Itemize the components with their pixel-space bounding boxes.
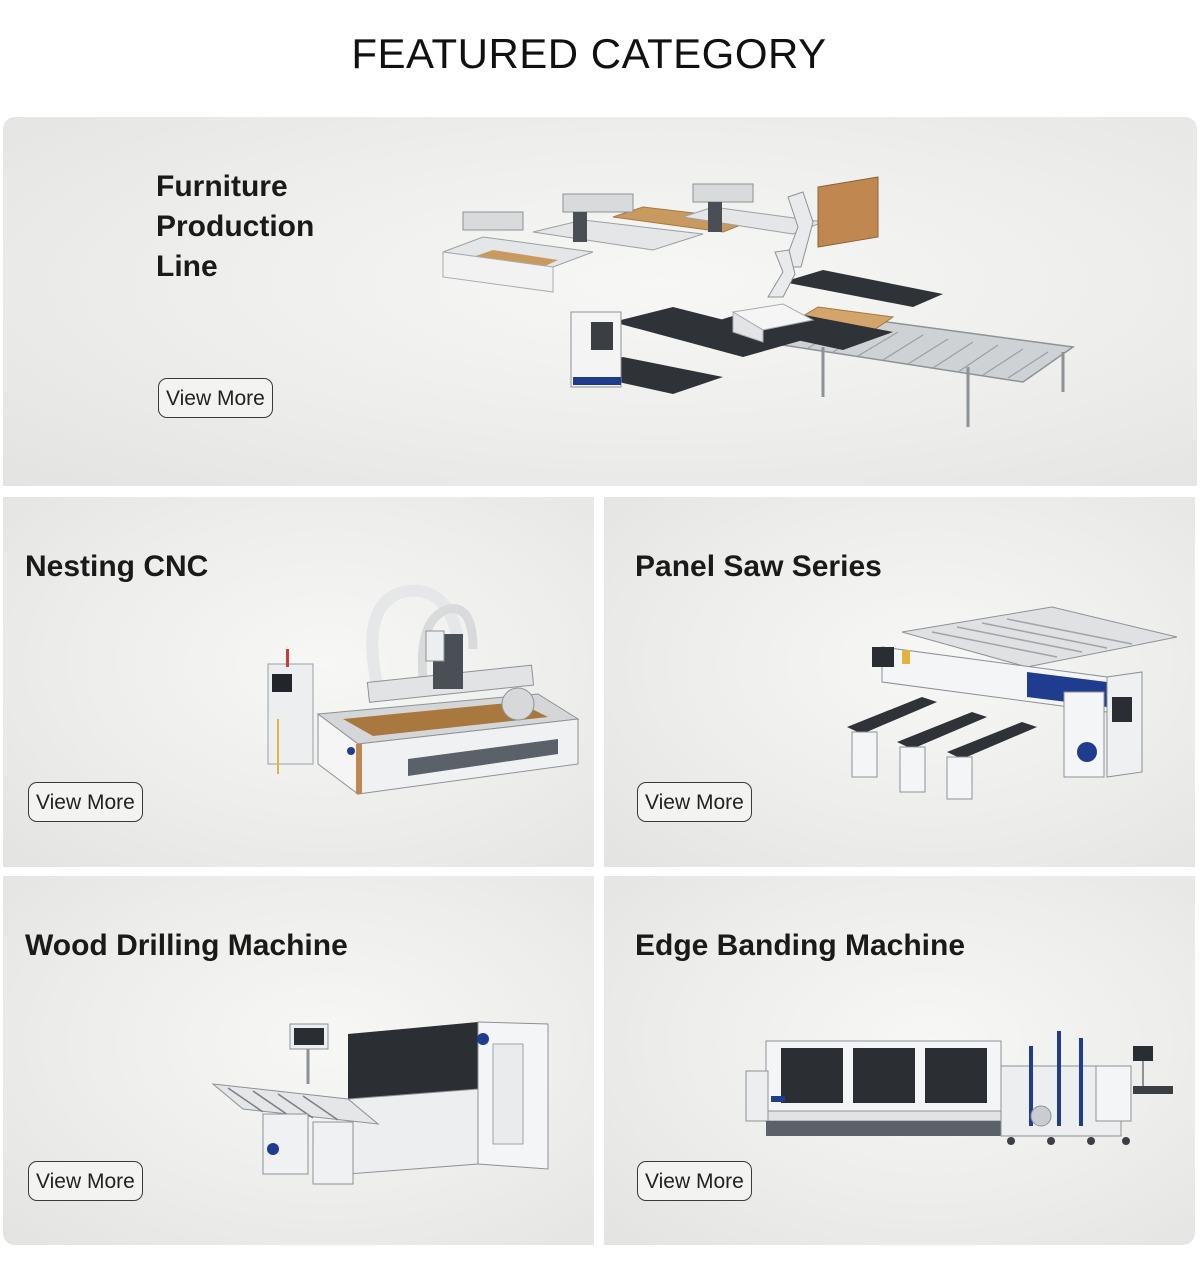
category-card-panel-saw-series[interactable]: Panel Saw Series View More [604, 497, 1195, 867]
view-more-button[interactable]: View More [637, 1161, 752, 1201]
view-more-button[interactable]: View More [28, 782, 143, 822]
category-card-wood-drilling-machine[interactable]: Wood Drilling Machine View More [3, 876, 594, 1245]
category-card-nesting-cnc[interactable]: Nesting CNC View More [3, 497, 594, 867]
category-title: Furniture Production Line [156, 170, 315, 283]
category-card-furniture-production-line[interactable]: Furniture Production Line View More [3, 117, 1197, 486]
category-card-edge-banding-machine[interactable]: Edge Banding Machine View More [604, 876, 1195, 1245]
view-more-button[interactable]: View More [28, 1161, 143, 1201]
category-title: Edge Banding Machine [635, 929, 966, 962]
drilling-machine-image [208, 1014, 553, 1194]
category-title: Wood Drilling Machine [25, 929, 348, 962]
edge-banding-image [741, 1026, 1181, 1151]
view-more-button[interactable]: View More [158, 378, 273, 418]
view-more-button[interactable]: View More [637, 782, 752, 822]
category-title: Panel Saw Series [635, 550, 882, 583]
panel-saw-image [842, 602, 1177, 802]
page-title: FEATURED CATEGORY [351, 30, 827, 77]
nesting-cnc-image [248, 579, 583, 804]
production-line-image [423, 172, 1083, 437]
category-title: Nesting CNC [25, 550, 209, 583]
